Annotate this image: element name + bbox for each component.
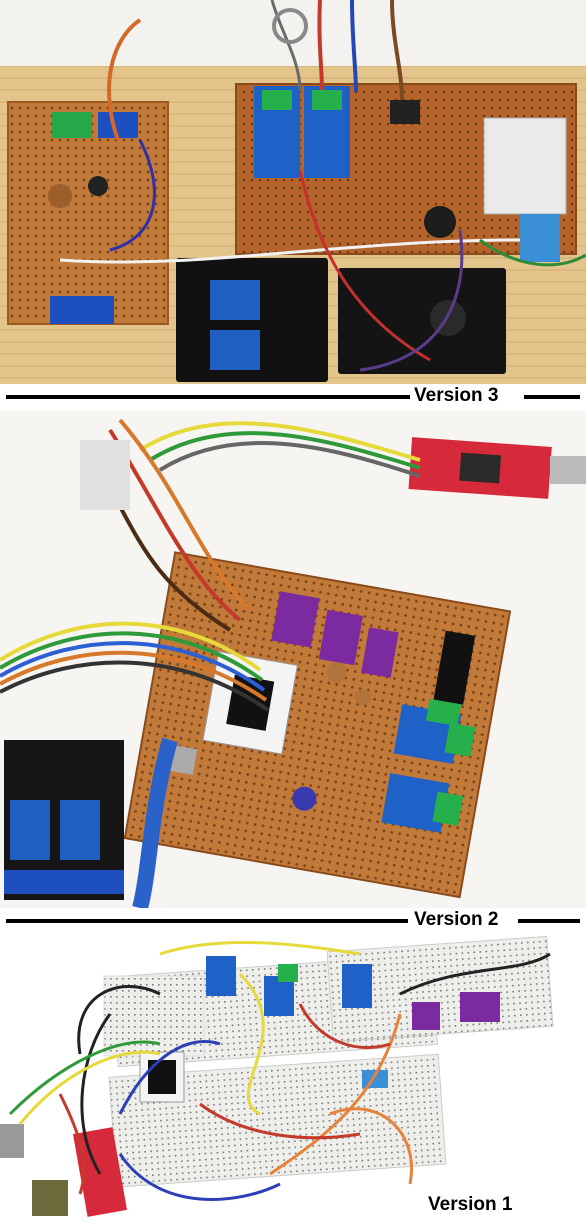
- section-caption: Version 3: [414, 385, 499, 406]
- photo-version-1: Version 1: [0, 934, 586, 1222]
- caption-row-version-2: Version 2: [0, 908, 586, 934]
- photo-version-2: [0, 410, 586, 908]
- divider-line: [518, 919, 580, 923]
- version-1-board-illustration: [0, 934, 586, 1222]
- photo-version-3: [0, 0, 586, 384]
- caption-row-version-3: Version 3: [0, 384, 586, 410]
- divider-line: [6, 395, 410, 399]
- section-caption: Version 1: [428, 1194, 513, 1215]
- divider-line: [6, 919, 408, 923]
- version-3-board-illustration: [0, 0, 586, 384]
- divider-line: [524, 395, 580, 399]
- version-2-board-illustration: [0, 410, 586, 908]
- section-caption: Version 2: [414, 909, 499, 930]
